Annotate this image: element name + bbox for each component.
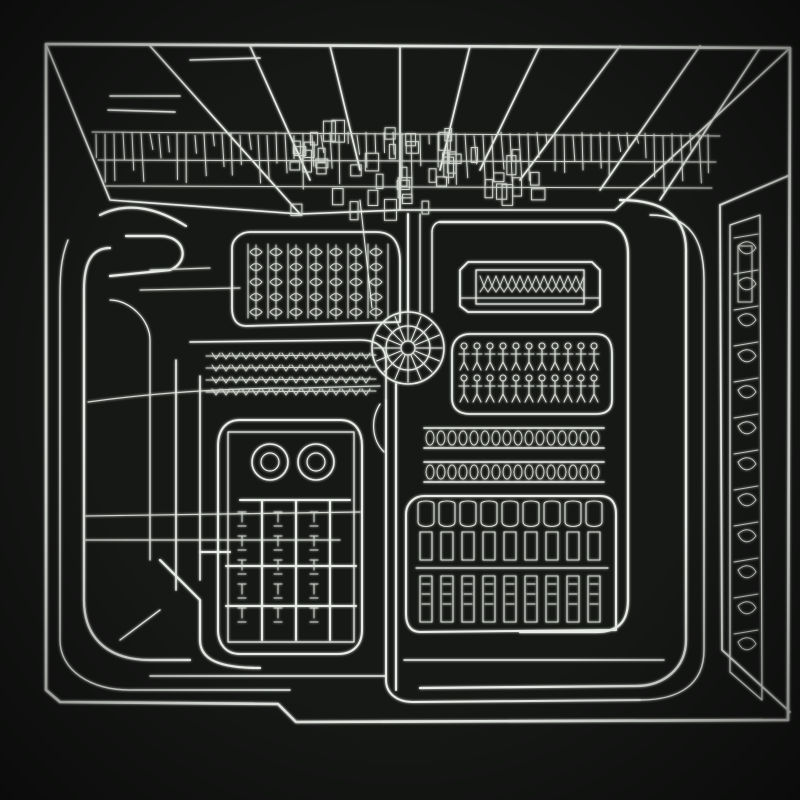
ceiling-strut: [563, 134, 566, 174]
ceiling-strut: [653, 133, 656, 178]
ceiling-strut: [374, 132, 377, 154]
ceiling-strut: [338, 134, 341, 185]
